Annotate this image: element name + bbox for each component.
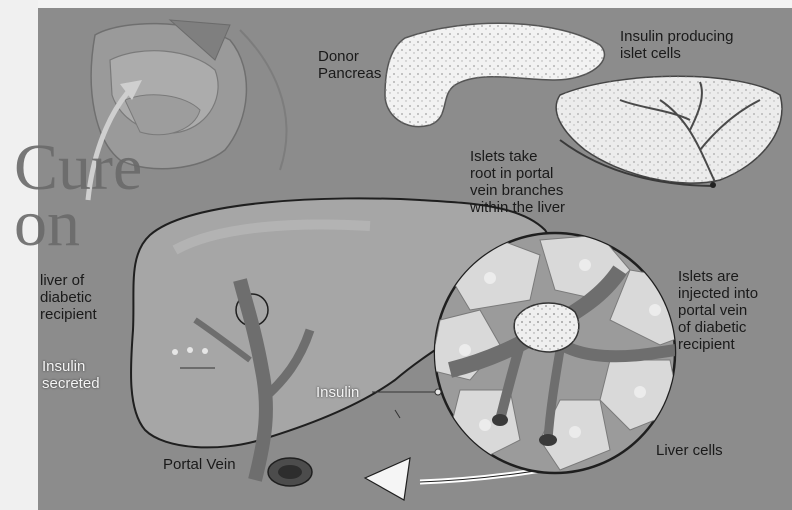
label-portal-vein: Portal Vein [163,456,236,473]
overlay-text: Cure on [14,140,142,252]
label-liver-cells: Liver cells [656,442,723,459]
label-islets-injected: Islets are injected into portal vein of … [678,268,758,353]
label-insulin: Insulin [316,384,359,401]
label-liver-of-recipient: liver of diabetic recipient [40,272,97,323]
label-islet-cells: Insulin producing islet cells [620,28,733,62]
label-donor-pancreas: Donor Pancreas [318,48,381,82]
label-islets-take-root: Islets take root in portal vein branches… [470,148,565,216]
label-insulin-secreted: Insulin secreted [42,358,100,392]
